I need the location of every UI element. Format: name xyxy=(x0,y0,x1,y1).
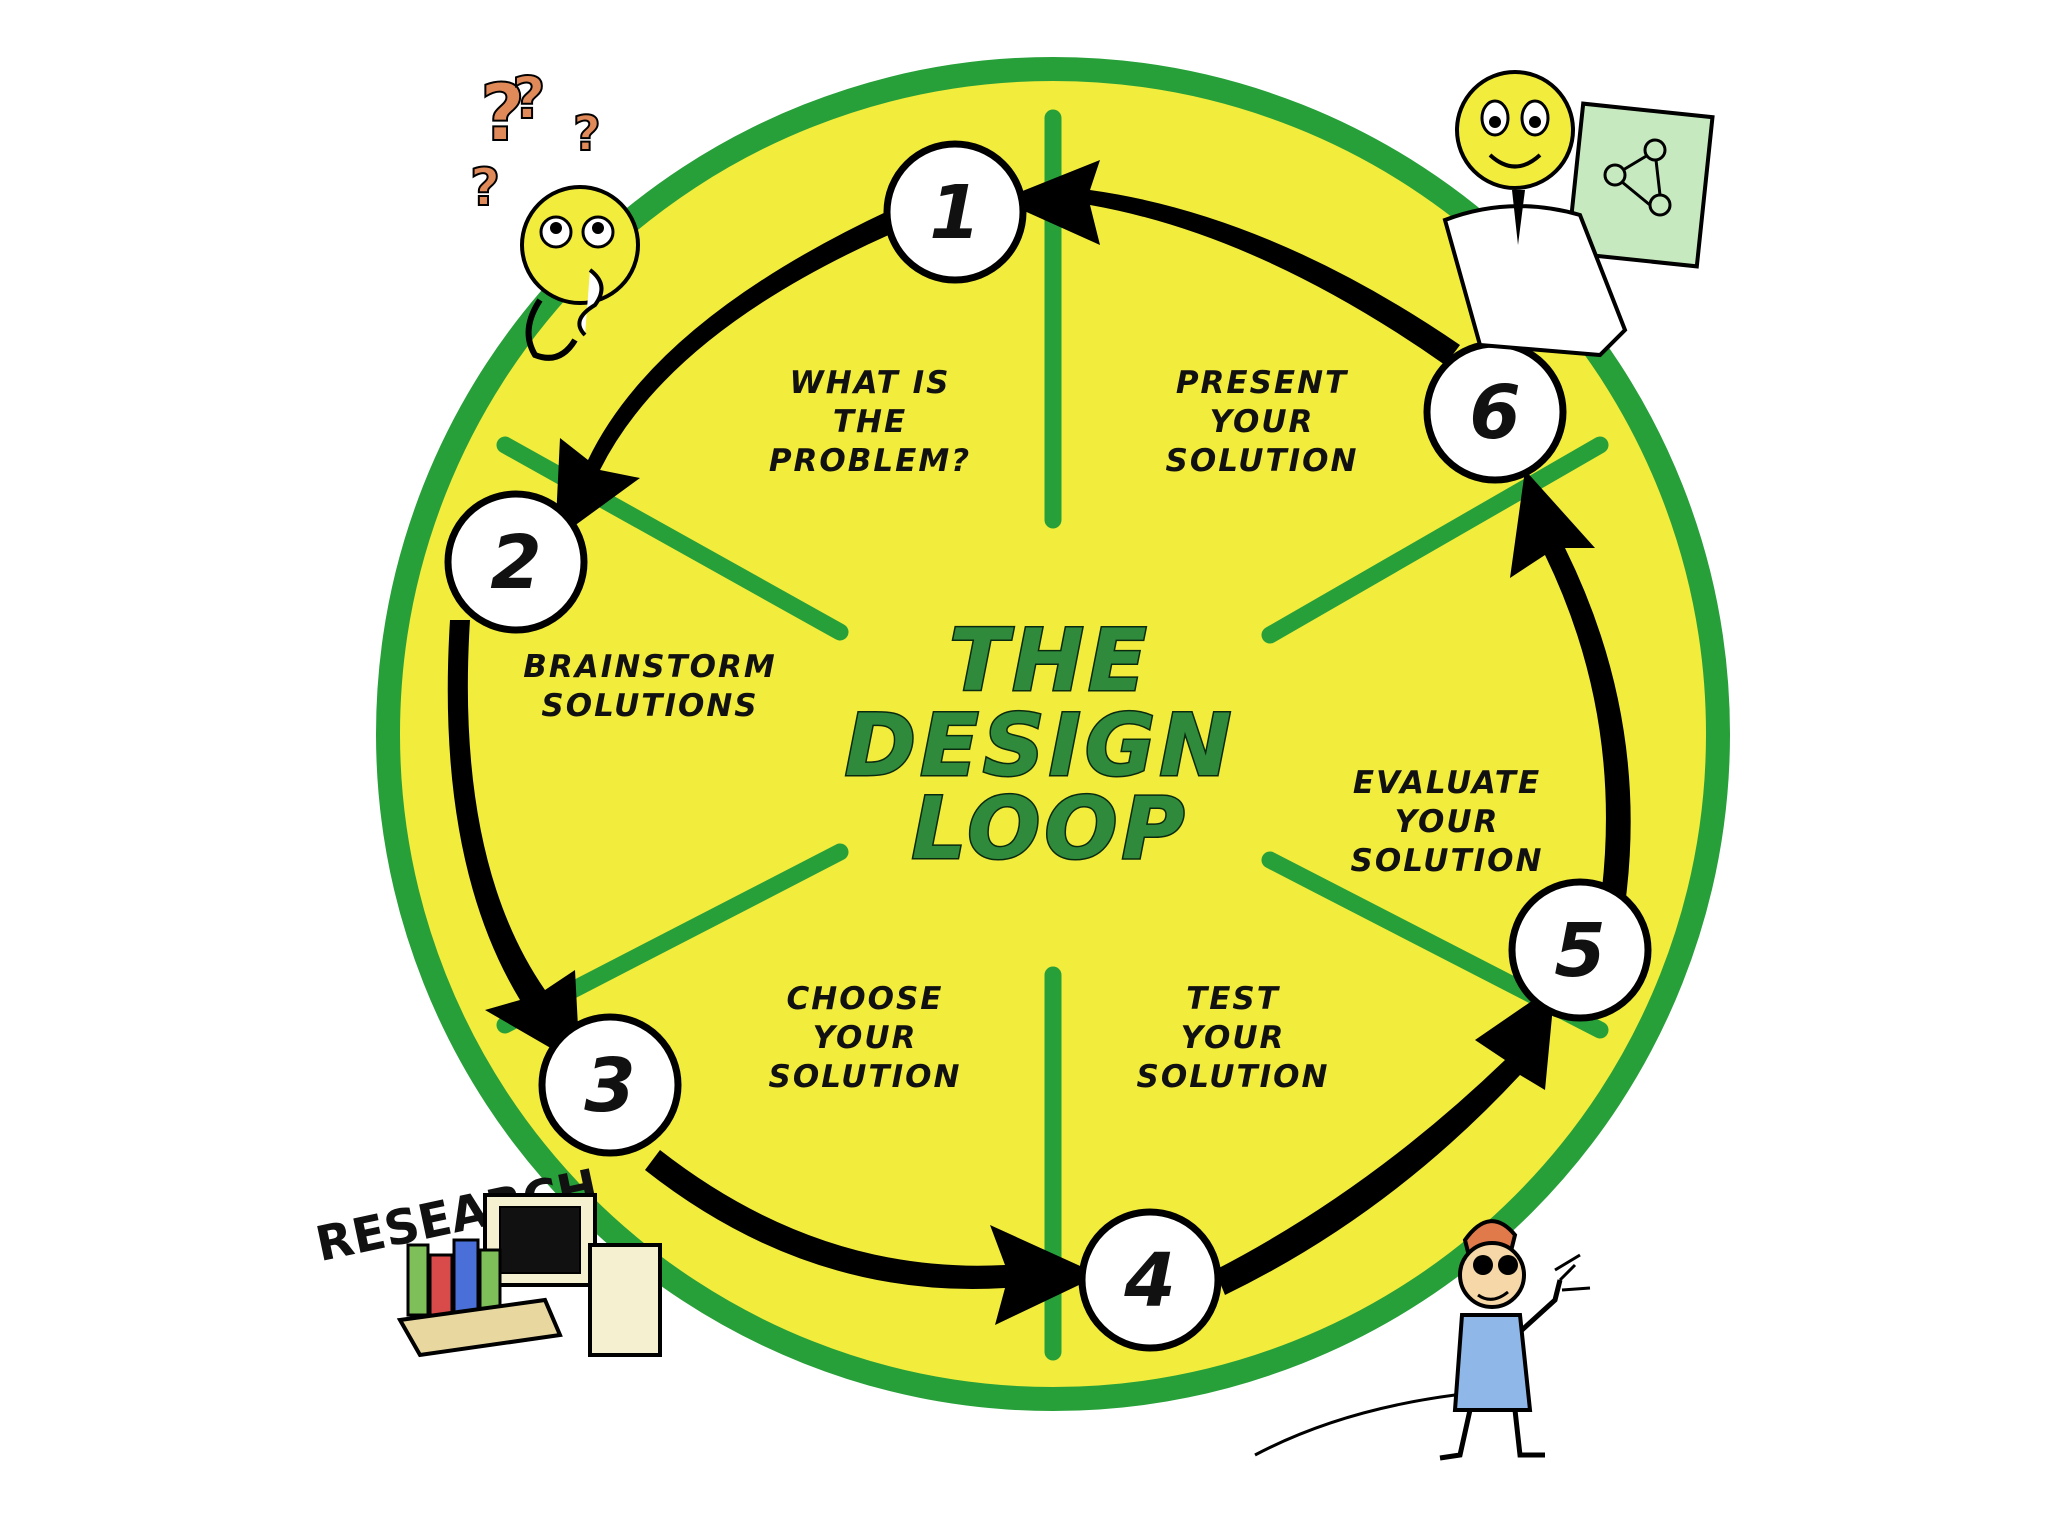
svg-text:SOLUTION: SOLUTION xyxy=(1137,1059,1330,1095)
step-number: 3 xyxy=(584,1043,636,1129)
step-node-6: 6 xyxy=(1423,340,1567,484)
arrow-2-to-3 xyxy=(447,620,580,1065)
sector-label-2: BRAINSTORM SOLUTIONS xyxy=(523,649,777,724)
svg-text:?: ? xyxy=(480,69,525,159)
svg-text:YOUR: YOUR xyxy=(1181,1020,1286,1056)
svg-text:LOOP: LOOP xyxy=(912,779,1189,879)
diagram-title: THE DESIGN LOOP xyxy=(843,610,1236,881)
svg-text:?: ? xyxy=(512,64,546,132)
arrow-1-to-2 xyxy=(555,210,900,540)
svg-text:PRESENT: PRESENT xyxy=(1176,365,1349,401)
step-number: 5 xyxy=(1554,908,1606,994)
svg-text:BRAINSTORM: BRAINSTORM xyxy=(523,649,777,685)
presenter-icon xyxy=(1442,70,1715,358)
step-number: 4 xyxy=(1123,1238,1176,1324)
arrow-5-to-6 xyxy=(1510,470,1631,905)
loop-arrows xyxy=(447,160,1631,1325)
svg-text:CHOOSE: CHOOSE xyxy=(787,981,944,1017)
step-node-3: 3 xyxy=(538,1013,682,1157)
step-node-5: 5 xyxy=(1508,878,1652,1022)
sector-label-1: WHAT IS THE PROBLEM? xyxy=(769,365,971,479)
thinking-face-icon: ? ? ? ? xyxy=(469,63,640,361)
svg-text:THE: THE xyxy=(949,611,1150,711)
step-node-1: 1 xyxy=(883,140,1027,284)
step-node-2: 2 xyxy=(444,490,588,634)
arrow-3-to-4 xyxy=(645,1150,1100,1325)
svg-text:YOUR: YOUR xyxy=(813,1020,918,1056)
arrow-4-to-5 xyxy=(1215,985,1555,1295)
svg-text:SOLUTION: SOLUTION xyxy=(769,1059,962,1095)
svg-text:YOUR: YOUR xyxy=(1210,404,1315,440)
svg-text:?: ? xyxy=(470,158,500,218)
step-number: 1 xyxy=(929,170,981,256)
sector-label-3: CHOOSE YOUR SOLUTION xyxy=(769,981,962,1095)
svg-text:WHAT IS: WHAT IS xyxy=(790,365,951,401)
sector-label-5: EVALUATE YOUR SOLUTION xyxy=(1351,765,1544,879)
step-node-4: 4 xyxy=(1078,1208,1222,1352)
svg-text:YOUR: YOUR xyxy=(1395,804,1500,840)
svg-text:?: ? xyxy=(573,106,601,162)
svg-text:PROBLEM?: PROBLEM? xyxy=(769,443,971,479)
step-number: 2 xyxy=(490,520,542,606)
svg-text:THE: THE xyxy=(833,404,907,440)
welder-icon xyxy=(1254,1219,1591,1461)
sector-label-6: PRESENT YOUR SOLUTION xyxy=(1166,365,1359,479)
svg-text:SOLUTION: SOLUTION xyxy=(1166,443,1359,479)
sector-label-4: TEST YOUR SOLUTION xyxy=(1137,981,1330,1095)
svg-text:EVALUATE: EVALUATE xyxy=(1353,765,1541,801)
svg-text:TEST: TEST xyxy=(1186,981,1281,1017)
svg-text:SOLUTIONS: SOLUTIONS xyxy=(541,688,758,724)
svg-text:SOLUTION: SOLUTION xyxy=(1351,843,1544,879)
svg-text:DESIGN: DESIGN xyxy=(845,696,1236,796)
step-number: 6 xyxy=(1469,370,1521,456)
loop-disc xyxy=(376,57,1730,1411)
